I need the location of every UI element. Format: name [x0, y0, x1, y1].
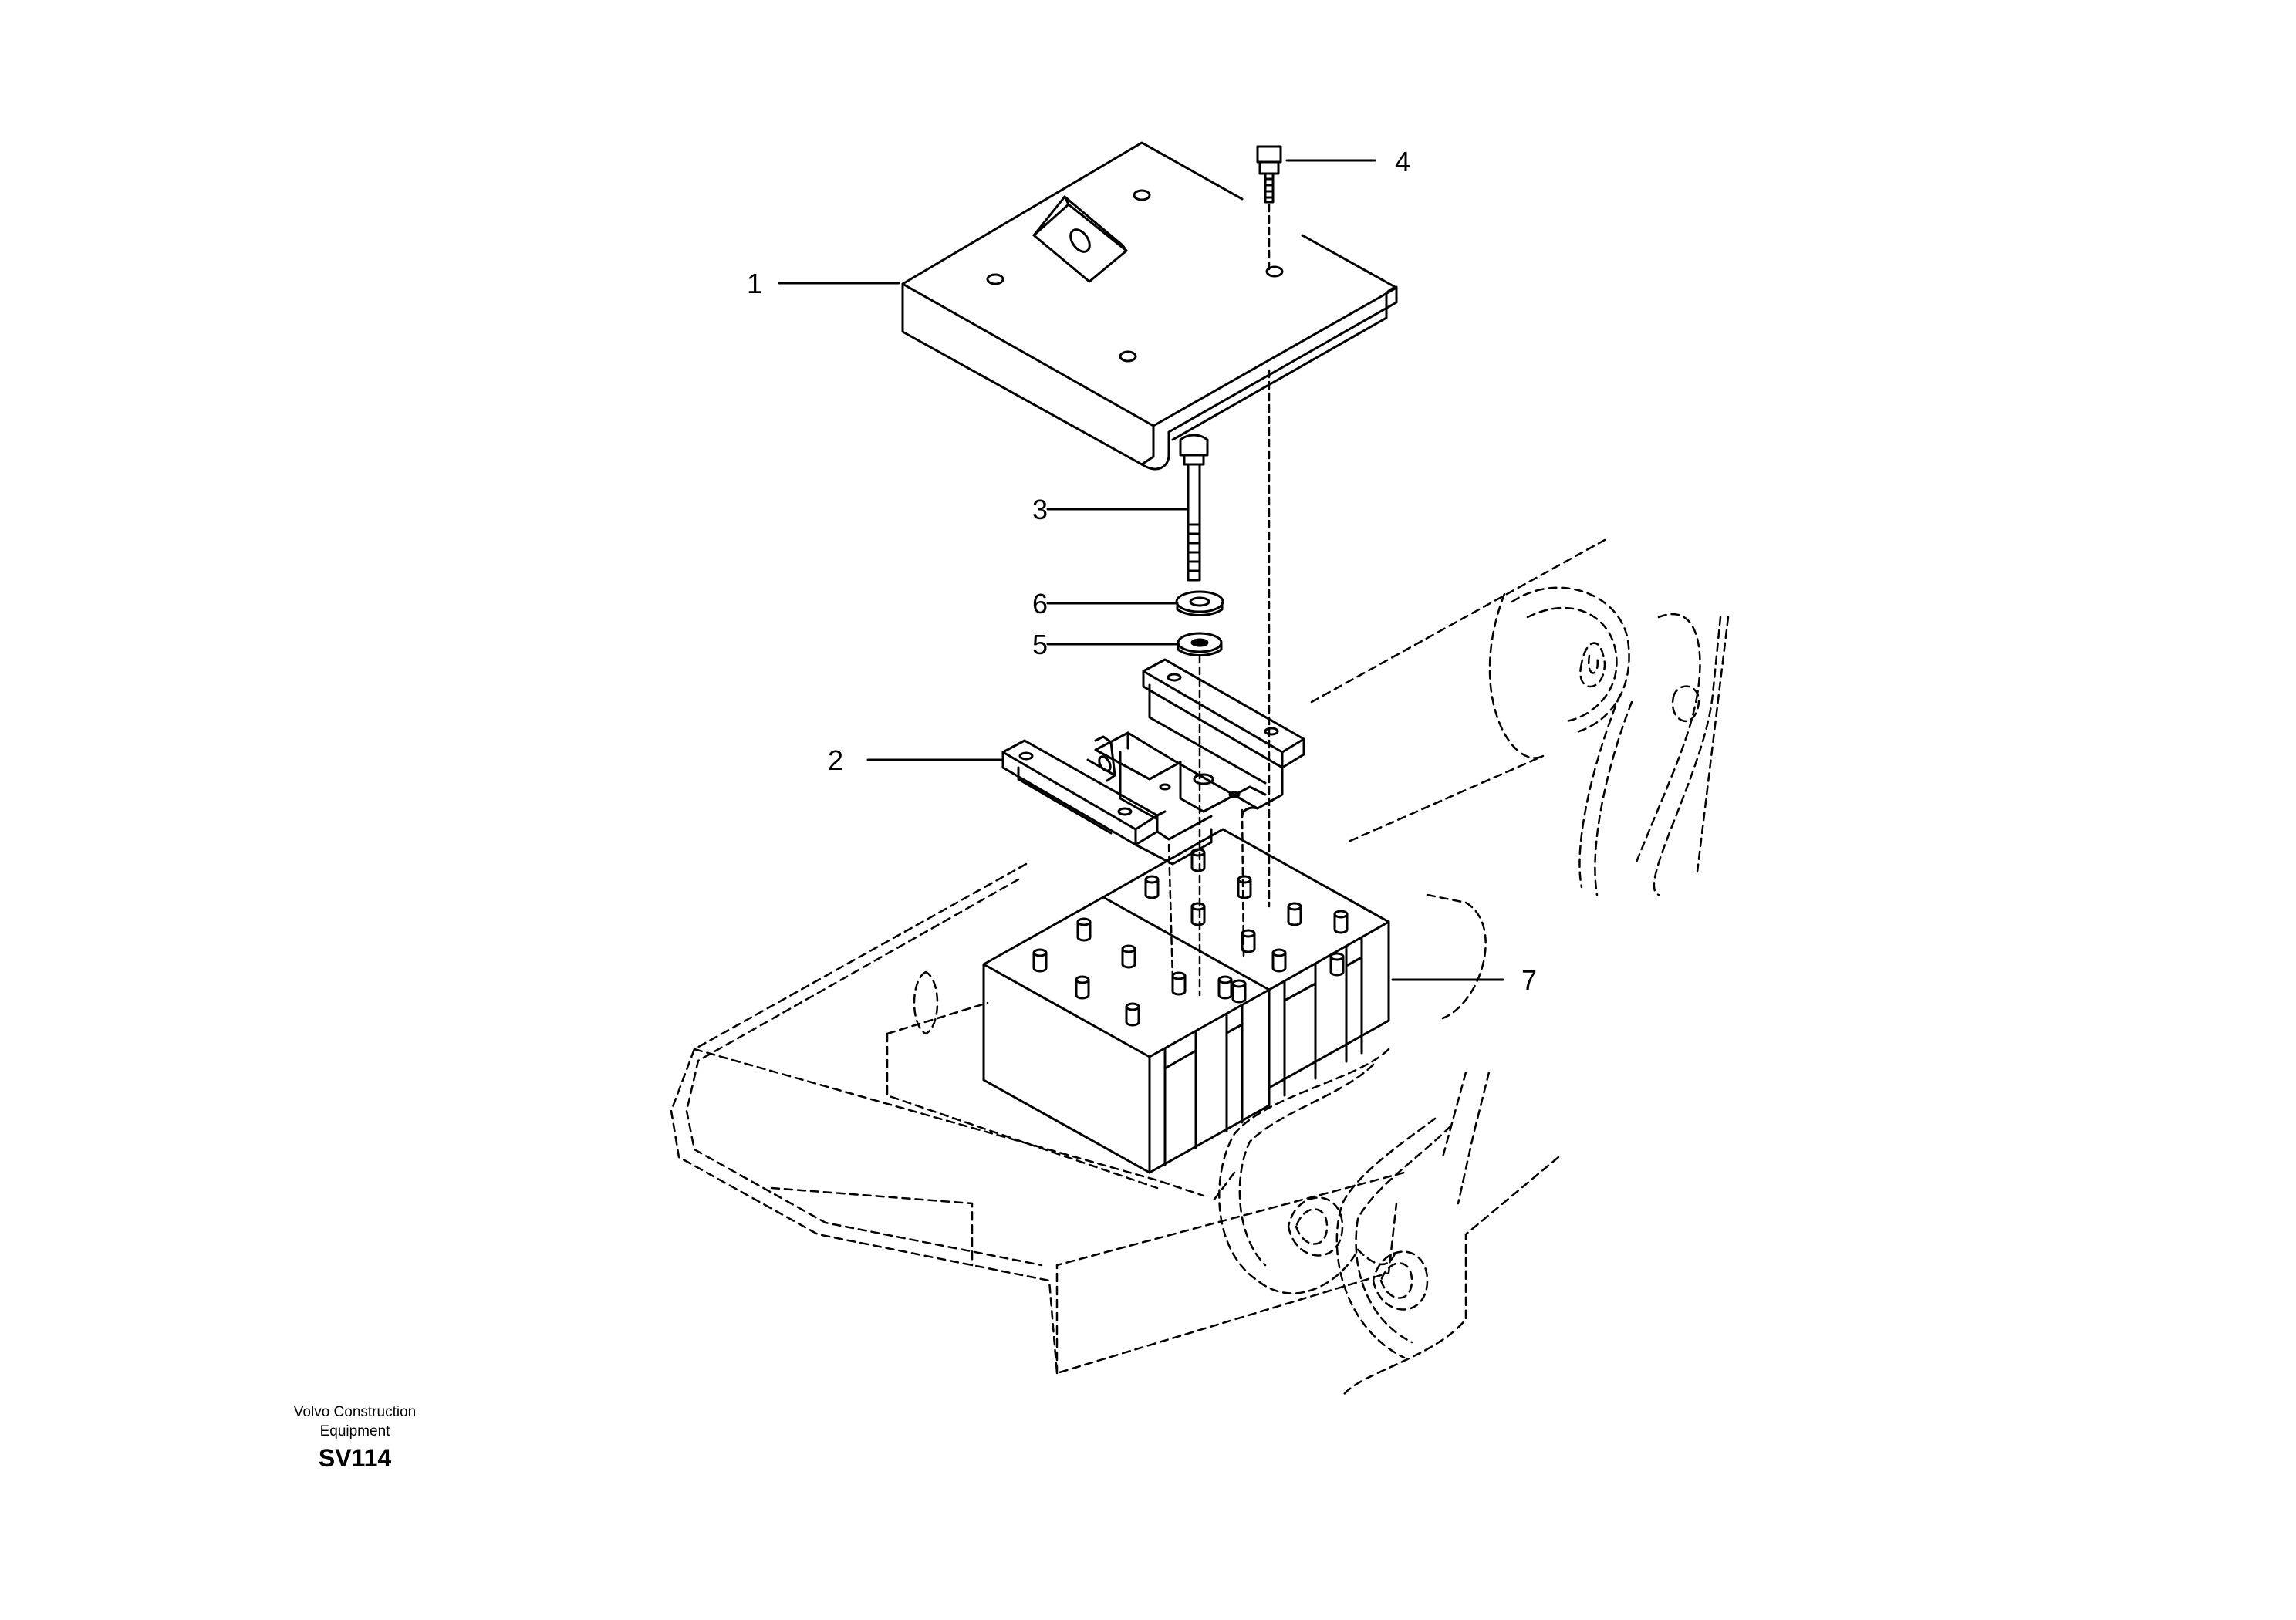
callout-2: 2 — [828, 744, 843, 776]
part-2-bracket — [1001, 658, 1305, 866]
part-5-flat-washer — [1177, 632, 1223, 656]
callout-7: 7 — [1521, 964, 1537, 996]
drawing-code: SV114 — [318, 1444, 392, 1472]
company-name-line1: Volvo Construction — [293, 1404, 417, 1420]
part-6-spring-washer — [1175, 590, 1224, 616]
company-name-line2: Equipment — [319, 1423, 390, 1439]
callout-4: 4 — [1395, 146, 1410, 177]
part-1-cover-plate — [901, 141, 1398, 471]
part-4-bolt — [1256, 145, 1282, 204]
part-7-batteries — [982, 828, 1390, 1174]
assembly-lines — [1167, 203, 1271, 997]
part-3-bolt — [1179, 434, 1209, 582]
callout-3: 3 — [1032, 494, 1048, 525]
battery-posts — [1032, 848, 1349, 1027]
machine-frame-outline — [670, 538, 1730, 1398]
callout-6: 6 — [1032, 588, 1048, 619]
leader-lines — [778, 159, 1504, 981]
callout-1: 1 — [747, 268, 762, 299]
callout-5: 5 — [1032, 629, 1048, 660]
